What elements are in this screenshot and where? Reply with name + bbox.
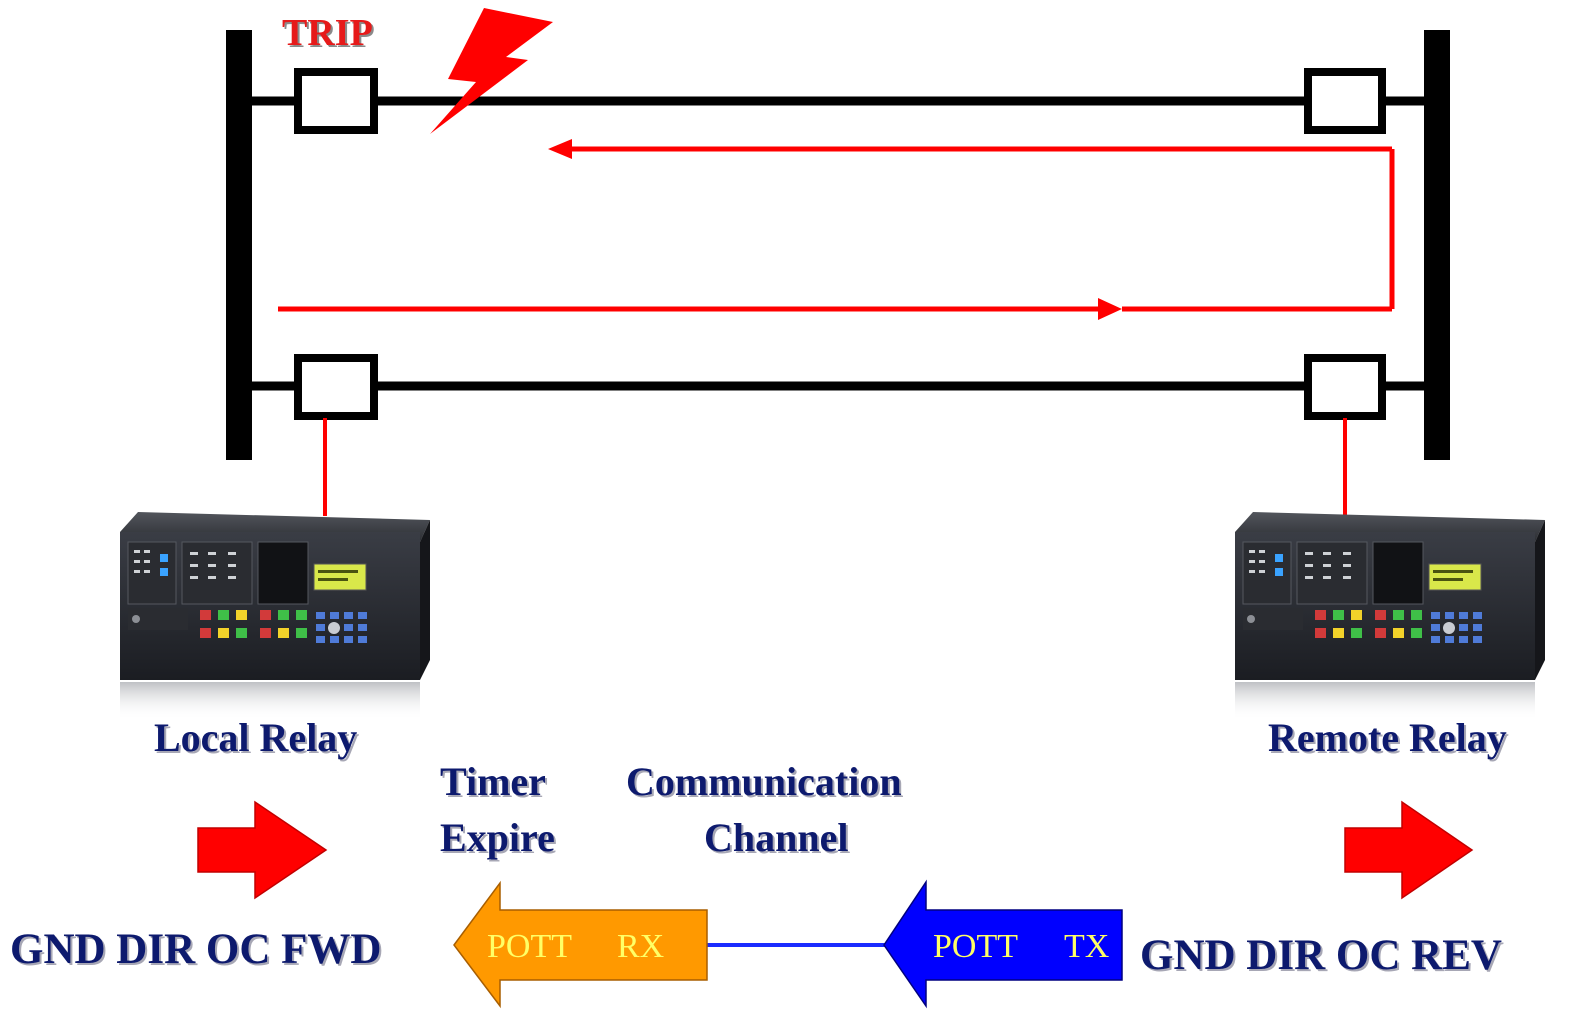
fault-current-path: [278, 139, 1395, 320]
fault-current-arrowhead-right: [1098, 298, 1122, 320]
pott-rx-arrow-icon: [453, 880, 708, 1009]
timer-label-line2: Expire: [440, 815, 555, 860]
remote-relay-label: Remote Relay: [1268, 715, 1507, 760]
lower-local-breaker-icon: [294, 354, 378, 420]
local-red-arrow-icon: [197, 800, 328, 900]
remote-red-arrow-icon: [1344, 800, 1474, 900]
local-relay-device-icon: [120, 512, 430, 720]
upper-local-breaker-icon: [294, 68, 378, 134]
pott-rx-word2: RX: [617, 928, 665, 965]
channel-label-line2: Channel: [704, 815, 849, 860]
upper-remote-breaker-icon: [1304, 68, 1386, 134]
timer-label-line1: Timer: [440, 759, 546, 804]
fault-current-arrowhead-left: [548, 139, 572, 159]
pott-rx-word1: POTT: [487, 928, 572, 965]
remote-relay-device-icon: [1235, 512, 1545, 720]
remote-busbar: [1424, 30, 1450, 460]
pott-tx-word1: POTT: [933, 928, 1018, 965]
remote-relay-status: GND DIR OC REV: [1140, 932, 1502, 979]
local-relay-status: GND DIR OC FWD: [10, 926, 382, 973]
trip-label: TRIP: [282, 12, 373, 54]
lower-remote-breaker-icon: [1304, 354, 1386, 420]
local-busbar: [226, 30, 252, 460]
channel-label-line1: Communication: [626, 759, 902, 804]
lightning-bolt-icon: [430, 8, 553, 134]
pott-tx-arrow-icon: [883, 879, 1123, 1009]
local-relay-label: Local Relay: [154, 715, 358, 760]
pott-tx-word2: TX: [1064, 928, 1110, 965]
